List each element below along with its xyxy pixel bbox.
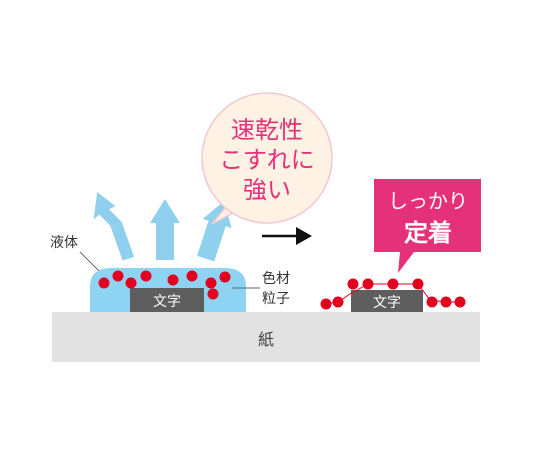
- colorant-particle: [205, 277, 217, 289]
- colorant-particle: [426, 296, 438, 308]
- colorant-particle: [140, 270, 152, 282]
- liquid-label: 液体: [50, 235, 78, 251]
- colorant-particle: [347, 278, 359, 290]
- callout-box: [374, 179, 481, 273]
- colorant-particle: [167, 274, 179, 286]
- colorant-particle: [320, 298, 332, 310]
- colorant-particle: [98, 277, 110, 289]
- paper-base: [52, 312, 480, 362]
- colorant-particle: [219, 271, 231, 283]
- up-arrow-icon: [93, 192, 135, 261]
- right-particles: [320, 278, 466, 310]
- bubble-circle: [201, 92, 333, 224]
- text-block-left: [130, 288, 204, 312]
- colorant-particle: [186, 270, 198, 282]
- text-block-left-label: 文字: [153, 294, 181, 310]
- colorant-particle: [412, 278, 424, 290]
- colorant-label-line1: 色材: [262, 270, 290, 287]
- colorant-label-line2: 粒子: [262, 291, 290, 307]
- colorant-particle: [207, 288, 219, 300]
- paper-label: 紙: [258, 330, 274, 349]
- bubble-quick-dry: 速乾性 こすれに 強い: [201, 92, 333, 225]
- left-particles: [98, 270, 231, 300]
- colorant-particle: [112, 270, 124, 282]
- right-arrow-icon: [262, 227, 312, 245]
- bubble-line1: 速乾性: [231, 116, 303, 144]
- text-block-right: [351, 290, 423, 312]
- up-arrow-icon: [150, 199, 180, 260]
- callout-line2: 定着: [404, 219, 452, 247]
- callout-fixation: しっかり 定着: [374, 179, 481, 273]
- callout-line1: しっかり: [388, 189, 468, 213]
- colorant-particle: [454, 296, 466, 308]
- colorant-particle: [387, 278, 399, 290]
- liquid-leader-line: [79, 251, 101, 273]
- colorant-particle: [332, 296, 344, 308]
- bubble-line2: こすれに: [219, 146, 315, 174]
- colorant-particle: [440, 296, 452, 308]
- colorant-particle: [362, 278, 374, 290]
- text-block-right-label: 文字: [373, 295, 401, 311]
- bubble-line3: 強い: [243, 176, 291, 204]
- colorant-particle: [125, 277, 137, 289]
